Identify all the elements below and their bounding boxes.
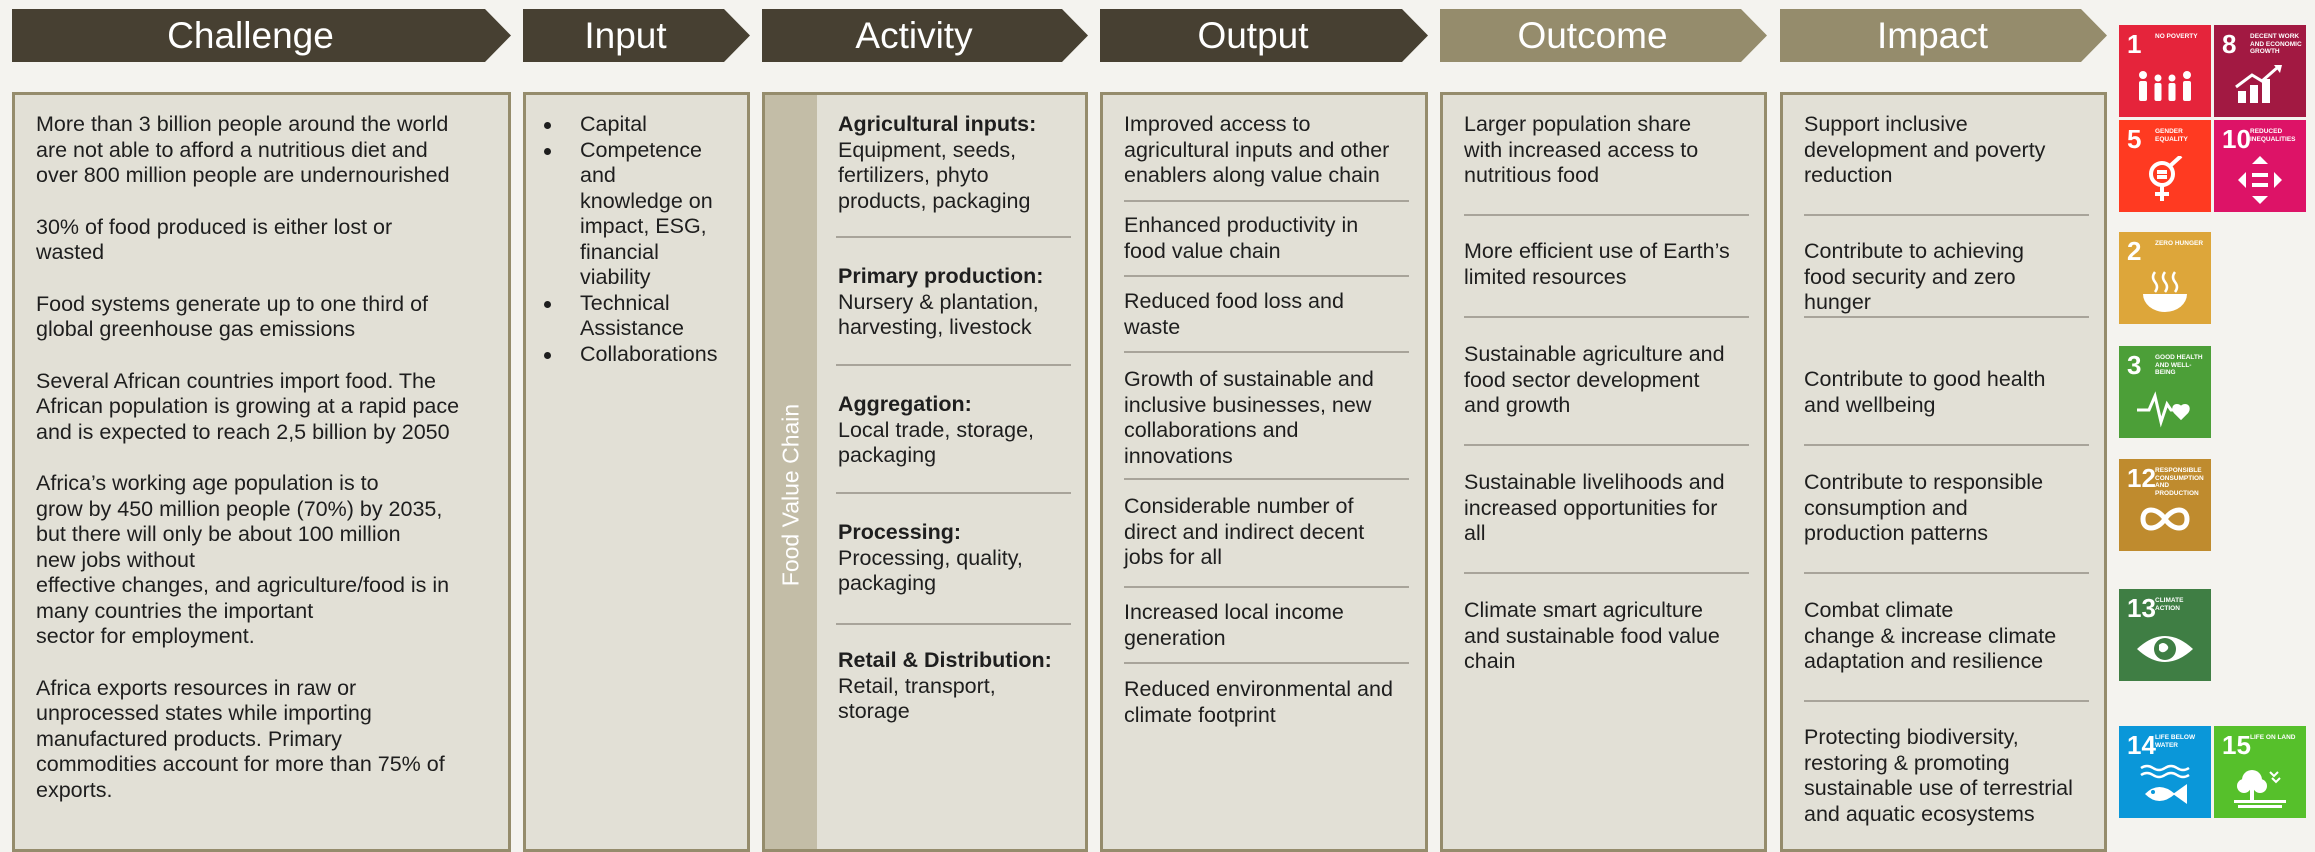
divider [836,492,1071,494]
challenge-item: 30% of food produced is either lost or w… [36,214,393,265]
divider [1124,478,1409,480]
outcome-item: More efficient use of Earth’s limited re… [1464,239,1730,289]
impact-item: Support inclusive development and povert… [1804,112,2046,187]
challenge-item: Several African countries import food. T… [36,368,460,444]
bowl-icon [2143,271,2187,312]
divider [1804,316,2089,318]
divider [1464,444,1749,446]
food-value-chain-band: Food Value Chain [765,95,817,849]
impact-item: Contribute to achieving food security an… [1804,239,2024,314]
output-item: Improved access to agricultural inputs a… [1124,112,1390,187]
outcome-item: Climate smart agriculture and sustainabl… [1464,598,1720,673]
header-output: Output [1100,9,1428,62]
divider [1804,214,2089,216]
fish-icon [2140,764,2190,804]
divider [1124,200,1409,202]
food-value-chain-label: Food Value Chain [777,403,804,587]
output-item: Reduced environmental and climate footpr… [1124,677,1393,727]
challenge-item: Food systems generate up to one third of… [36,291,429,342]
output-item: Reduced food loss and waste [1124,289,1344,339]
impact-item: Combat climate change & increase climate… [1804,598,2057,673]
impact-item: Contribute to good health and wellbeing [1804,367,2046,417]
input-list: Capital Competence and knowledge on impa… [540,112,746,367]
impact-item: Contribute to responsible consumption an… [1804,470,2044,545]
header-outcome: Outcome [1440,9,1767,62]
impact-column: Support inclusive development and povert… [1780,92,2107,852]
activity-item-processing: Processing: Processing, quality, packagi… [838,520,1023,595]
input-item: Capital [540,112,746,138]
output-column: Improved access to agricultural inputs a… [1100,92,1428,852]
challenge-item: Africa’s working age population is to gr… [36,471,450,648]
activity-item-primary-production: Primary production: Nursery & plantation… [838,264,1044,339]
header-impact: Impact [1780,9,2107,62]
header-challenge: Challenge [12,9,511,62]
challenge-item: Africa exports resources in raw or unpro… [36,675,445,802]
divider [1804,444,2089,446]
divider [836,623,1071,625]
input-item: Technical Assistance [540,291,746,342]
output-item: Enhanced productivity in food value chai… [1124,213,1359,263]
activity-column: Food Value Chain Agricultural inputs: Eq… [762,92,1088,852]
header-input: Input [523,9,750,62]
header-activity: Activity [762,9,1088,62]
infinity-icon [2140,507,2190,531]
input-column: Capital Competence and knowledge on impa… [523,92,750,852]
divider [1464,572,1749,574]
gender-icon [2149,156,2183,201]
activity-item-agricultural-inputs: Agricultural inputs: Equipment, seeds, f… [838,112,1037,213]
input-item: Collaborations [540,342,746,368]
eye-globe-icon [2137,636,2193,662]
outcome-item: Sustainable livelihoods and increased op… [1464,470,1725,545]
divider [836,236,1071,238]
divider [836,364,1071,366]
outcome-item: Sustainable agriculture and food sector … [1464,342,1725,417]
family-icon [2139,71,2191,101]
heartbeat-icon [2137,391,2190,428]
growth-chart-icon [2235,65,2282,103]
input-item: Competence and knowledge on impact, ESG,… [540,138,746,291]
outcome-item: Larger population share with increased a… [1464,112,1699,187]
output-item: Growth of sustainable and inclusive busi… [1124,367,1374,468]
divider [1464,214,1749,216]
divider [1804,700,2089,702]
outcome-column: Larger population share with increased a… [1440,92,1767,852]
equality-arrows-icon [2238,156,2282,204]
challenge-column: More than 3 billion people around the wo… [12,92,511,852]
output-item: Considerable number of direct and indire… [1124,494,1365,569]
challenge-item: More than 3 billion people around the wo… [36,112,450,187]
activity-item-retail-distribution: Retail & Distribution: Retail, transport… [838,648,1052,723]
divider [1124,586,1409,588]
divider [1804,572,2089,574]
tree-icon [2234,770,2286,808]
divider [1124,662,1409,664]
divider [1124,351,1409,353]
activity-item-aggregation: Aggregation: Local trade, storage, packa… [838,392,1035,467]
divider [1464,316,1749,318]
impact-item: Protecting biodiversity, restoring & pro… [1804,725,2073,826]
divider [1124,275,1409,277]
output-item: Increased local income generation [1124,600,1344,650]
